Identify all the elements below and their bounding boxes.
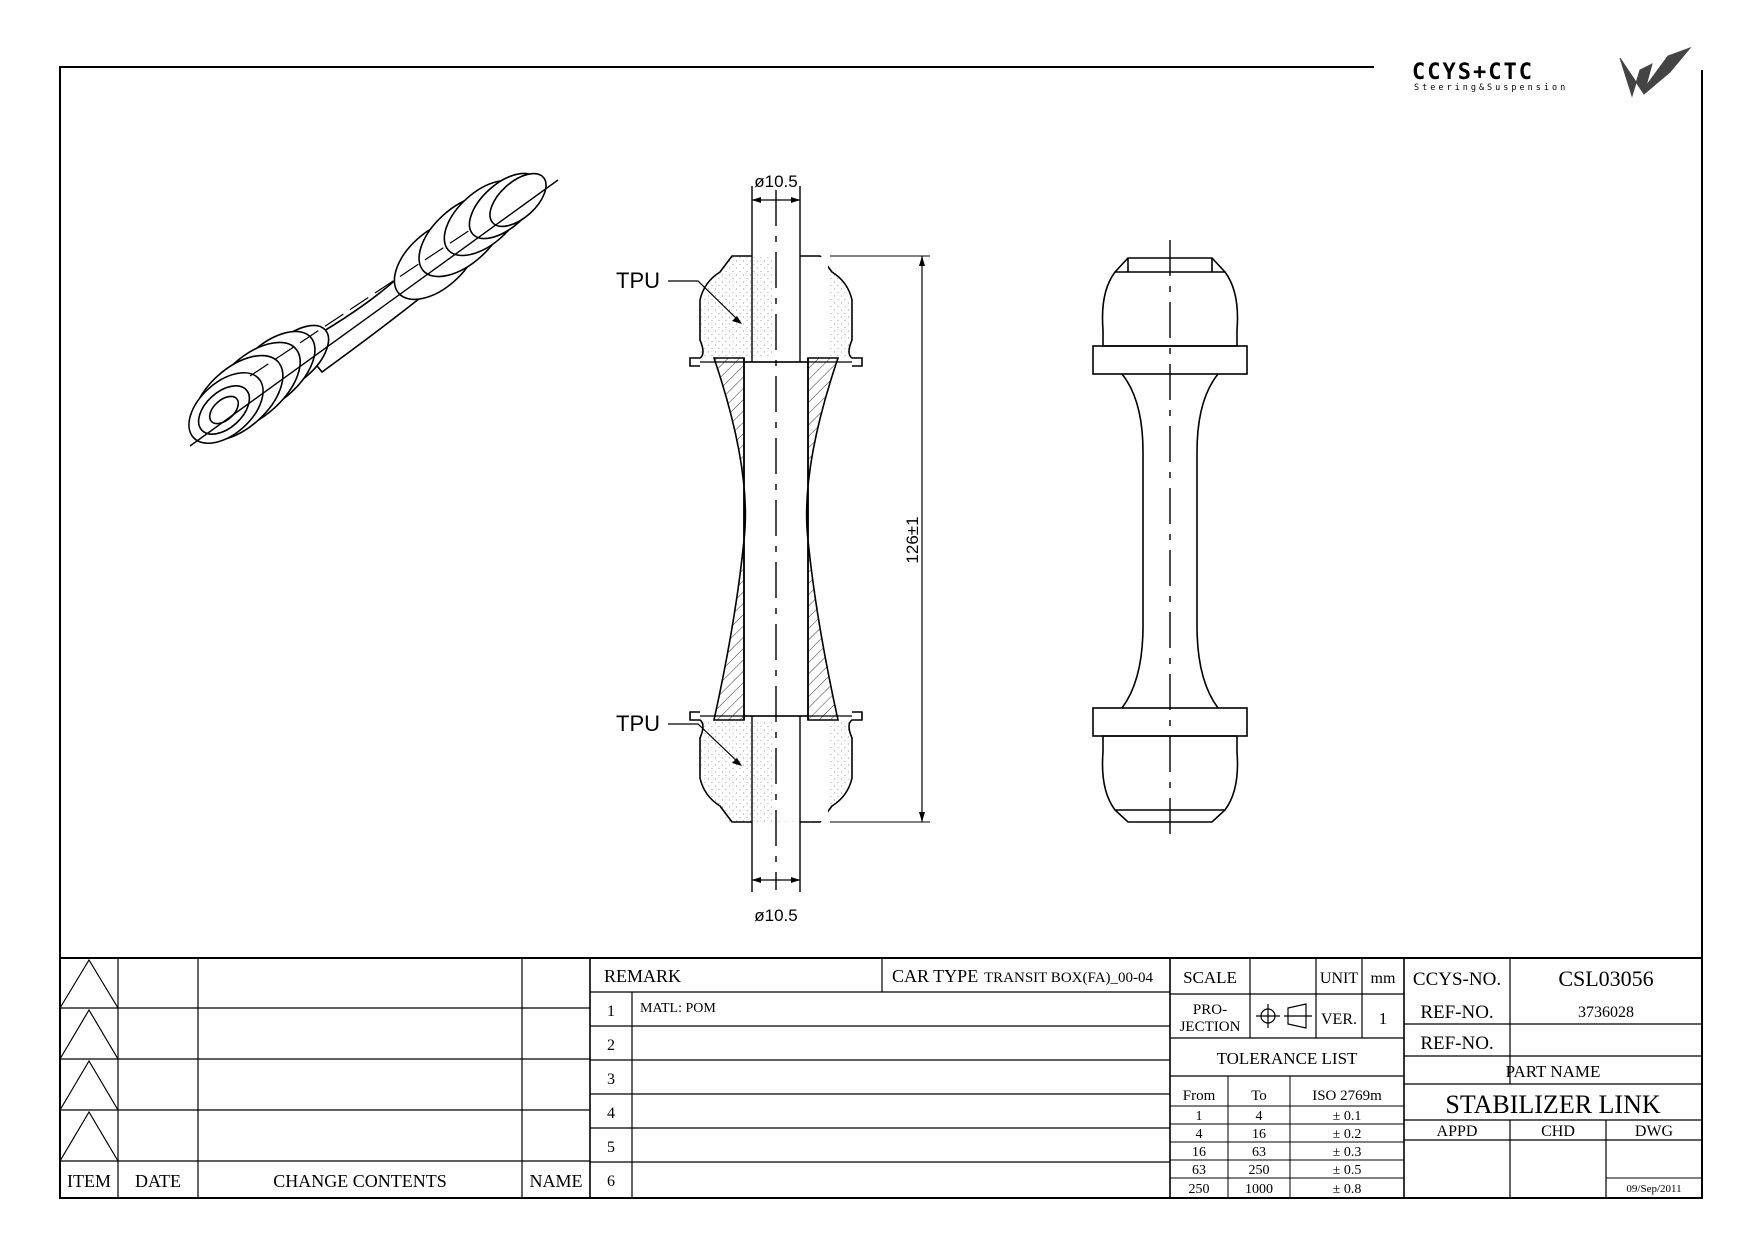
projection-label-line2: JECTION bbox=[1180, 1019, 1241, 1035]
tolerance-header-to: To bbox=[1251, 1088, 1267, 1104]
company-logo: CCYS+CTC Steering&Suspension bbox=[1412, 46, 1692, 98]
tolerance-cell-to: 16 bbox=[1252, 1127, 1266, 1142]
header-change-contents: CHANGE CONTENTS bbox=[273, 1171, 447, 1191]
ccys-no-value: CSL03056 bbox=[1558, 966, 1653, 991]
chd-label: CHD bbox=[1541, 1123, 1575, 1140]
tolerance-cell-from: 250 bbox=[1189, 1182, 1210, 1197]
tolerance-cell-to: 63 bbox=[1252, 1145, 1266, 1160]
header-name: NAME bbox=[530, 1171, 583, 1191]
revision-table: ITEM DATE CHANGE CONTENTS NAME bbox=[67, 1171, 583, 1191]
ccys-no-label: CCYS-NO. bbox=[1413, 969, 1501, 990]
section-view: ø10.5 ø10.5 126±1 TPU TPU bbox=[616, 172, 930, 925]
projection-label-line1: PRO- bbox=[1193, 1002, 1227, 1018]
part-info-block: CCYS-NO. CSL03056 REF-NO. 3736028 REF-NO… bbox=[1413, 966, 1682, 1195]
remark-row-number: 6 bbox=[607, 1173, 615, 1190]
tolerance-cell-to: 1000 bbox=[1245, 1182, 1273, 1197]
tolerance-cell-value: ± 0.1 bbox=[1333, 1109, 1362, 1124]
remark-row-number: 5 bbox=[607, 1139, 615, 1156]
part-name-value: STABILIZER LINK bbox=[1445, 1090, 1660, 1119]
tolerance-cell-to: 4 bbox=[1256, 1109, 1263, 1124]
ref-no2-label: REF-NO. bbox=[1420, 1033, 1493, 1054]
car-type-value: TRANSIT BOX(FA)_00-04 bbox=[984, 970, 1154, 986]
tolerance-cell-to: 250 bbox=[1249, 1163, 1270, 1178]
tolerance-cell-from: 4 bbox=[1196, 1127, 1203, 1142]
dimension-top-diameter: ø10.5 bbox=[754, 172, 797, 191]
tolerance-cell-value: ± 0.3 bbox=[1333, 1145, 1362, 1160]
drawing-date: 09/Sep/2011 bbox=[1626, 1183, 1681, 1195]
tolerance-cell-from: 1 bbox=[1196, 1109, 1203, 1124]
appd-label: APPD bbox=[1437, 1123, 1478, 1140]
border-frame bbox=[59, 66, 1703, 1199]
unit-value: mm bbox=[1371, 970, 1396, 987]
remark-row-number: 3 bbox=[607, 1071, 615, 1088]
remark-row-number: 4 bbox=[607, 1105, 615, 1122]
version-value: 1 bbox=[1379, 1009, 1388, 1028]
scale-projection-block: SCALE UNIT mm PRO- JECTION VER. 1 bbox=[1180, 968, 1396, 1035]
ref-no-label: REF-NO. bbox=[1420, 1002, 1493, 1023]
tolerance-title: TOLERANCE LIST bbox=[1217, 1049, 1358, 1068]
tolerance-cell-value: ± 0.8 bbox=[1333, 1182, 1362, 1197]
logo-brand: CCYS+CTC bbox=[1412, 60, 1534, 85]
side-view bbox=[1092, 240, 1248, 842]
header-date: DATE bbox=[135, 1171, 181, 1191]
projection-symbol-icon bbox=[1256, 1003, 1312, 1029]
title-block-grid bbox=[59, 957, 1702, 1198]
tolerance-cell-from: 63 bbox=[1192, 1163, 1206, 1178]
tolerance-header-iso: ISO 2769m bbox=[1312, 1088, 1382, 1104]
tolerance-cell-value: ± 0.2 bbox=[1333, 1127, 1362, 1142]
tpu-label-top: TPU bbox=[616, 268, 660, 293]
tolerance-cell-value: ± 0.5 bbox=[1333, 1163, 1362, 1178]
version-label: VER. bbox=[1321, 1011, 1357, 1028]
logo-tagline: Steering&Suspension bbox=[1414, 83, 1568, 93]
dwg-label: DWG bbox=[1635, 1123, 1674, 1140]
ref-no-value: 3736028 bbox=[1578, 1004, 1634, 1021]
remark-row-number: 1 bbox=[607, 1003, 615, 1020]
dimension-bottom-diameter: ø10.5 bbox=[754, 906, 797, 925]
tolerance-header-from: From bbox=[1183, 1088, 1216, 1104]
scale-label: SCALE bbox=[1183, 968, 1237, 987]
isometric-view bbox=[188, 172, 559, 447]
remark-row-text: MATL: POM bbox=[640, 1001, 716, 1016]
unit-label: UNIT bbox=[1320, 970, 1358, 987]
dimension-length: 126±1 bbox=[903, 516, 922, 563]
part-name-label: PART NAME bbox=[1506, 1062, 1601, 1081]
tolerance-list: TOLERANCE LIST From To ISO 2769m 1 4 ± 0… bbox=[1183, 1049, 1382, 1197]
tpu-label-bottom: TPU bbox=[616, 711, 660, 736]
logo-wing-icon bbox=[1619, 46, 1692, 98]
tolerance-cell-from: 16 bbox=[1192, 1145, 1206, 1160]
car-type-label: CAR TYPE bbox=[892, 966, 978, 986]
remark-table: REMARK CAR TYPE TRANSIT BOX(FA)_00-04 1 … bbox=[604, 966, 1154, 1190]
remark-label: REMARK bbox=[604, 966, 681, 986]
remark-row-number: 2 bbox=[607, 1037, 615, 1054]
header-item: ITEM bbox=[67, 1171, 111, 1191]
